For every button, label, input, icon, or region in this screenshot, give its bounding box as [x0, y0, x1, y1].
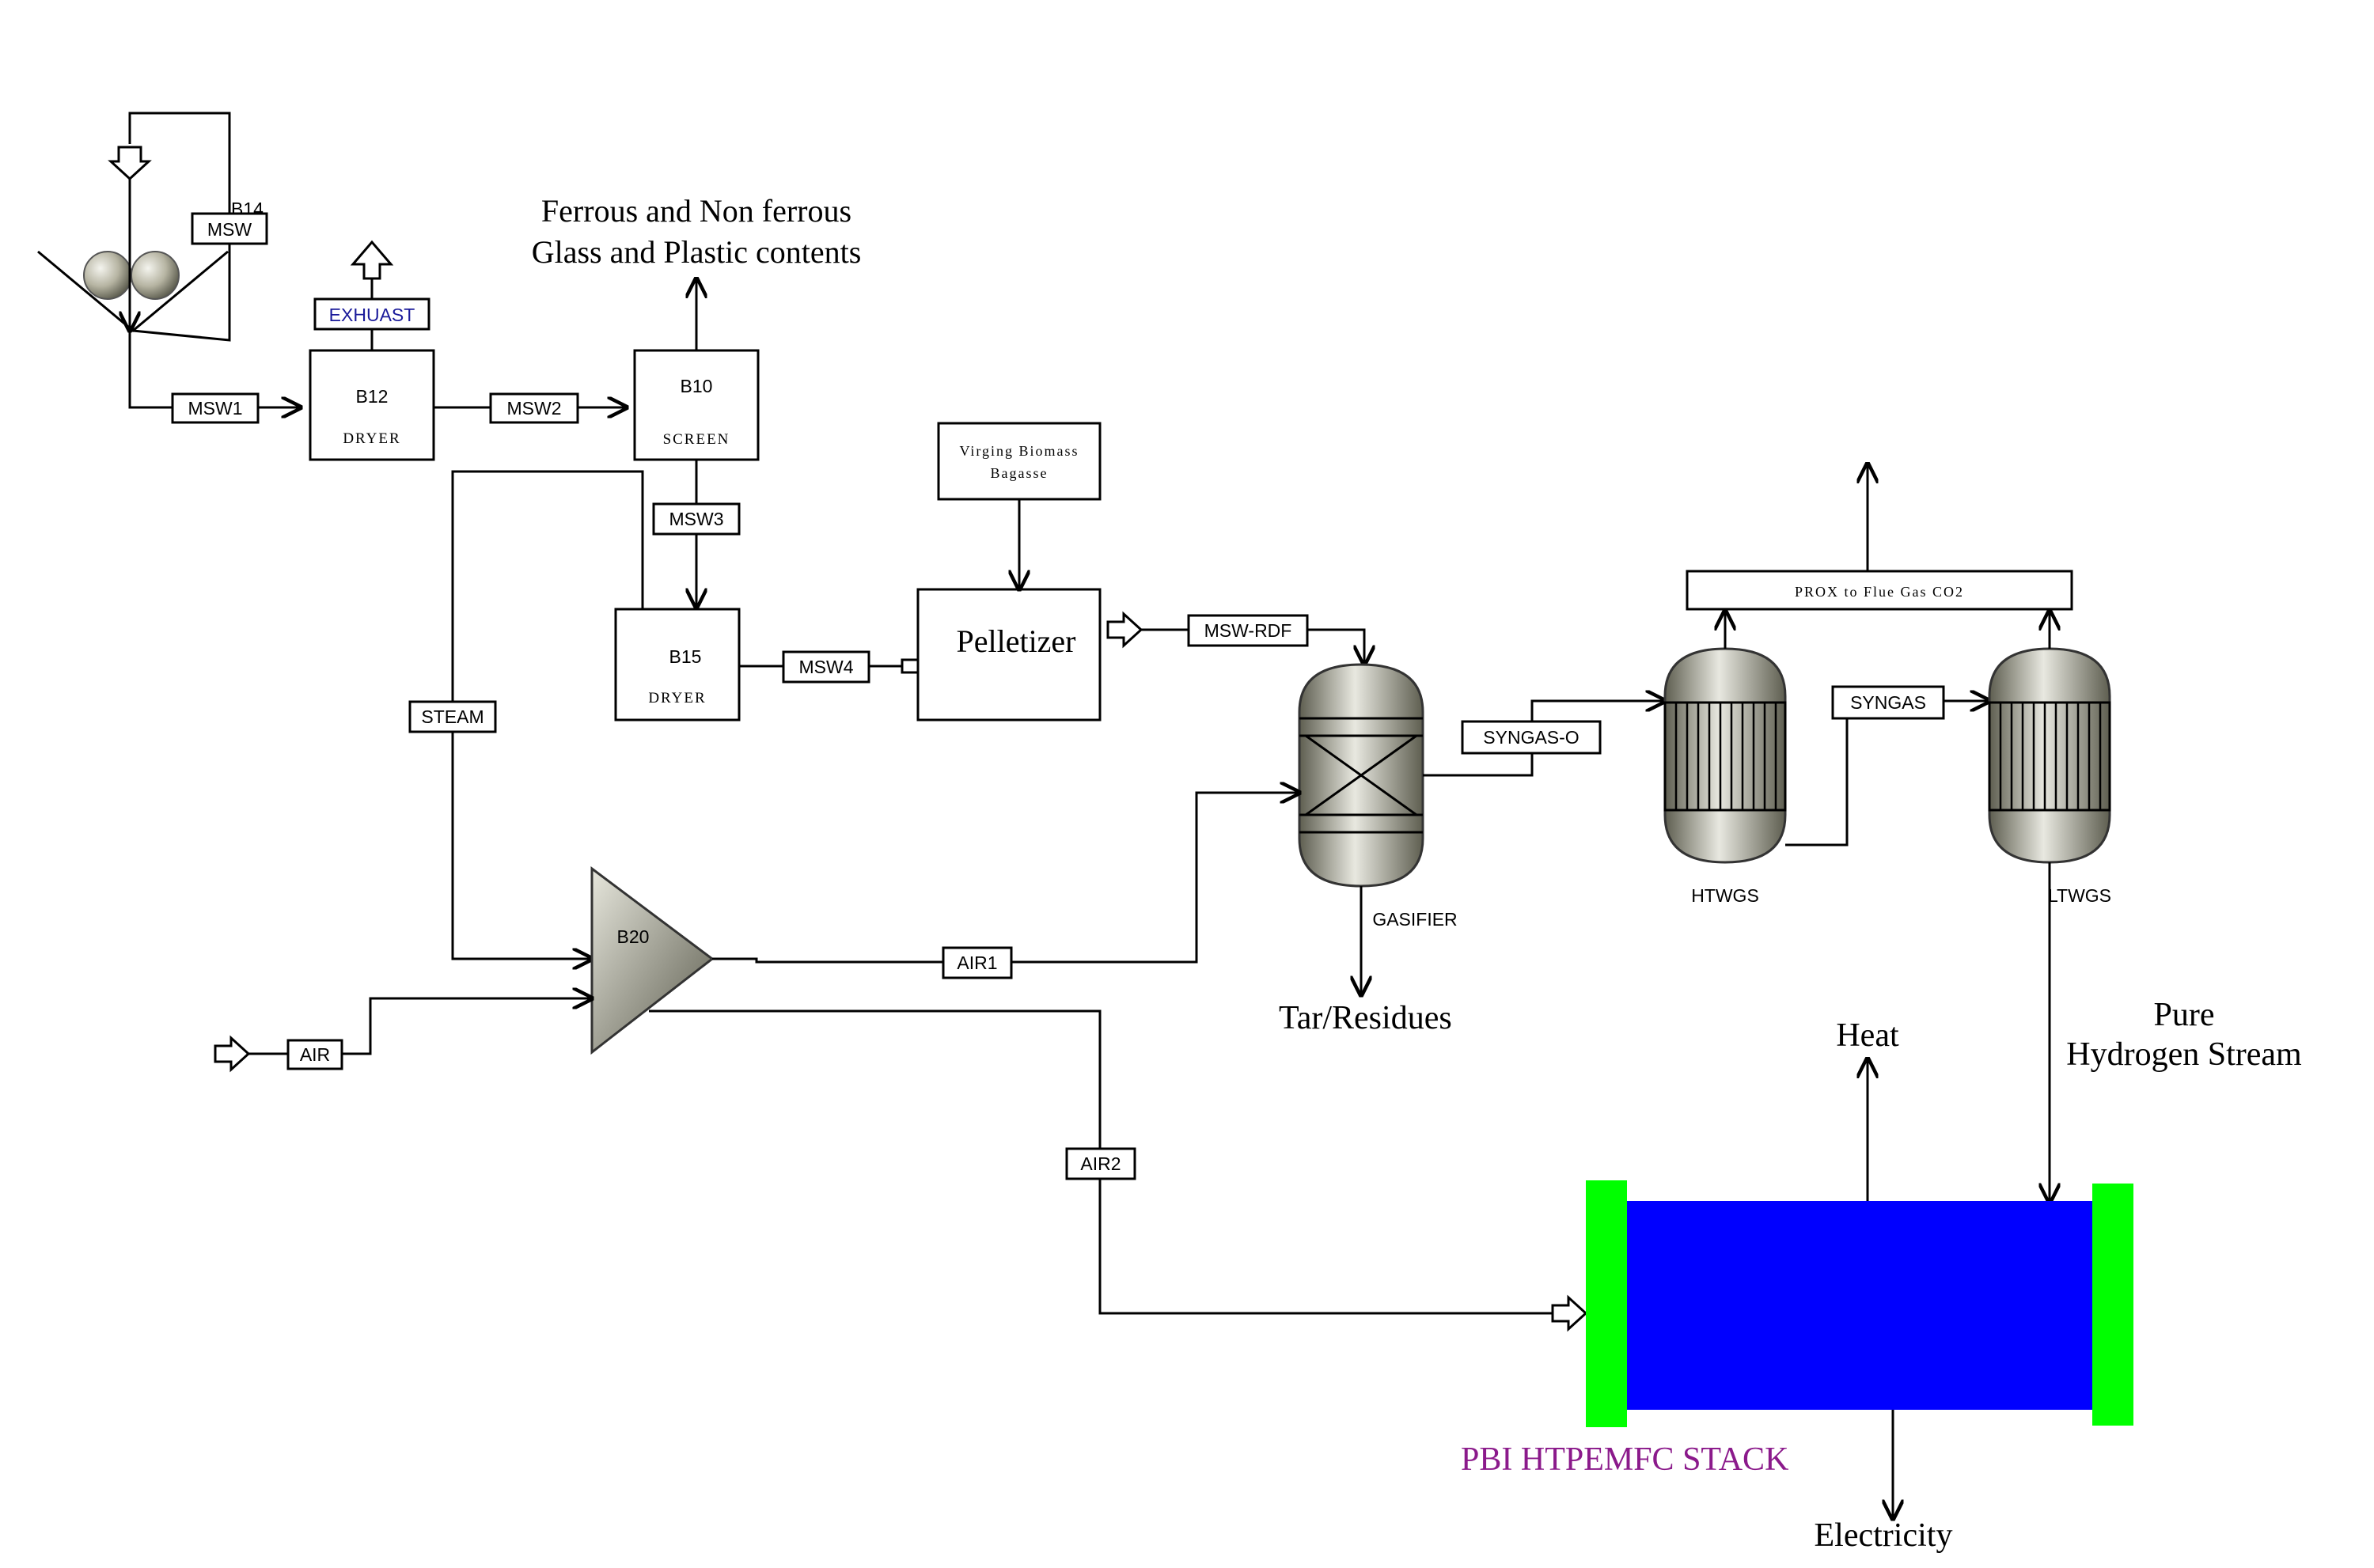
syngas-line	[1785, 701, 1989, 846]
stream-msw1[interactable]: MSW1	[171, 392, 260, 424]
stream-steam-label: STEAM	[421, 706, 484, 727]
tar-label: Tar/Residues	[1279, 1000, 1452, 1036]
dryer-b12-id: B12	[356, 386, 389, 407]
screen-b10[interactable]: B10 SCREEN	[633, 349, 760, 461]
steam-line	[451, 470, 644, 959]
ltwgs-label: LTWGS	[2048, 885, 2111, 906]
dryer-b15-id: B15	[669, 646, 702, 667]
crusher-b14[interactable]: B14	[37, 199, 264, 332]
stream-msw3[interactable]: MSW3	[652, 502, 741, 536]
stream-air1-label: AIR1	[957, 953, 997, 973]
air1-line	[712, 793, 1299, 964]
exhaust-product-arrow[interactable]	[350, 240, 394, 280]
stack-label: PBI HTPEMFC STACK	[1461, 1441, 1788, 1478]
stream-syngas-o[interactable]: SYNGAS-O	[1461, 720, 1602, 755]
stream-exhaust-label: EXHUAST	[329, 305, 415, 325]
stream-exhaust[interactable]: EXHUAST	[313, 297, 430, 331]
pelletizer-outlet-arrow[interactable]	[1106, 611, 1143, 649]
msw-feed-arrow[interactable]	[108, 146, 152, 181]
stream-msw1-label: MSW1	[188, 398, 243, 419]
prox-label: PROX to Flue Gas CO2	[1795, 584, 1964, 600]
gasifier-label: GASIFIER	[1372, 909, 1457, 930]
compressor-label: B20	[617, 926, 650, 947]
air-feed-arrow[interactable]	[214, 1035, 251, 1073]
stream-msw-rdf-label: MSW-RDF	[1204, 620, 1292, 641]
stream-msw3-label: MSW3	[669, 509, 724, 529]
pelletizer-label: Pelletizer	[956, 623, 1075, 659]
biomass-label-line1: Virging Biomass	[959, 443, 1079, 459]
electricity-label: Electricity	[1815, 1517, 1953, 1554]
dryer-b15-type: DRYER	[648, 690, 706, 706]
stream-msw4[interactable]: MSW4	[782, 650, 870, 684]
stream-syngas[interactable]: SYNGAS	[1831, 685, 1945, 720]
htwgs-reactor[interactable]: HTWGS	[1663, 647, 1787, 906]
stream-steam[interactable]: STEAM	[408, 700, 497, 733]
stream-msw4-label: MSW4	[799, 657, 854, 677]
pelletizer[interactable]: Pelletizer	[916, 588, 1102, 722]
recycle-loop-line	[128, 112, 231, 342]
pbi-htpemfc-stack[interactable]	[1586, 1180, 2133, 1427]
crusher-roller-right	[131, 251, 180, 300]
stream-msw2-label: MSW2	[507, 398, 562, 419]
air2-inlet-arrow[interactable]	[1551, 1294, 1588, 1332]
prox-unit[interactable]: PROX to Flue Gas CO2	[1686, 570, 2073, 611]
biomass-label-line2: Bagasse	[991, 465, 1049, 481]
heat-label: Heat	[1836, 1017, 1899, 1054]
stream-msw[interactable]: MSW	[191, 212, 268, 245]
stack-body	[1622, 1201, 2095, 1410]
stream-air[interactable]: AIR	[286, 1039, 343, 1070]
pure-label-line2: Hydrogen Stream	[2066, 1036, 2302, 1073]
stream-air1[interactable]: AIR1	[942, 946, 1013, 979]
stream-air2[interactable]: AIR2	[1065, 1147, 1136, 1180]
stack-endplate-left	[1586, 1180, 1627, 1427]
ferrous-label-line2: Glass and Plastic contents	[532, 234, 862, 270]
dryer-b12-type: DRYER	[343, 430, 400, 447]
stream-msw-rdf[interactable]: MSW-RDF	[1187, 614, 1309, 647]
stack-endplate-right	[2092, 1184, 2133, 1426]
stream-syngas-o-label: SYNGAS-O	[1483, 727, 1579, 748]
crusher-roller-left	[83, 251, 132, 300]
htwgs-label: HTWGS	[1691, 885, 1759, 906]
compressor-b20[interactable]: B20	[590, 866, 715, 1055]
crusher-hopper	[37, 250, 229, 332]
pure-label-line1: Pure	[2154, 997, 2215, 1033]
stream-air2-label: AIR2	[1080, 1153, 1121, 1174]
stream-syngas-label: SYNGAS	[1850, 692, 1926, 713]
ferrous-label-line1: Ferrous and Non ferrous	[541, 193, 851, 229]
dryer-b12[interactable]: B12 DRYER	[309, 349, 435, 461]
ltwgs-reactor[interactable]: LTWGS	[1988, 647, 2111, 906]
stream-air-label: AIR	[300, 1044, 330, 1065]
stream-msw-label: MSW	[207, 219, 252, 240]
dryer-b15[interactable]: B15 DRYER	[614, 608, 741, 722]
screen-b10-id: B10	[681, 376, 713, 396]
screen-b10-type: SCREEN	[663, 431, 730, 448]
biomass-source[interactable]: Virging Biomass Bagasse	[937, 422, 1102, 501]
gasifier[interactable]: GASIFIER	[1298, 663, 1458, 930]
stream-msw2[interactable]: MSW2	[489, 392, 579, 424]
